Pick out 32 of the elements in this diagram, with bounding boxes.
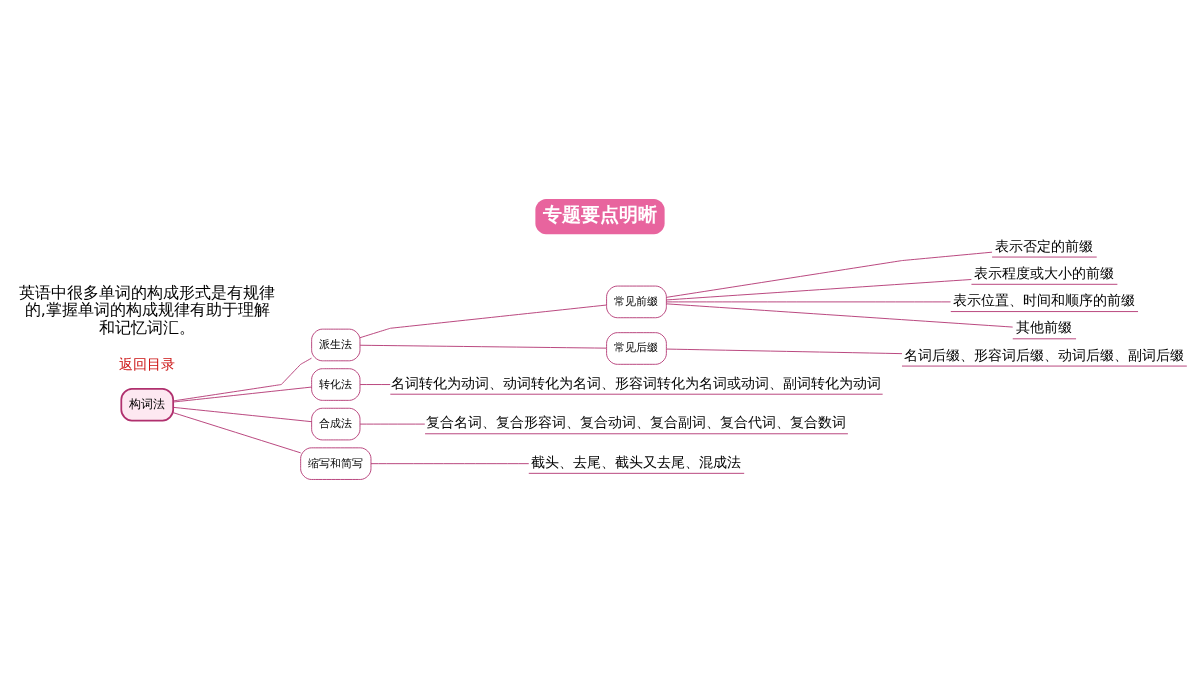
node-box: 常见后缀 xyxy=(606,332,667,365)
node-box: 转化法 xyxy=(311,368,361,401)
node-box: 派生法 xyxy=(311,328,361,362)
connector xyxy=(172,406,313,423)
label: 英语中很多单词的构成形式是有规律的,掌握单词的构成规律有助于理解和记忆词汇。 xyxy=(19,282,276,338)
node-text: 表示程度或大小的前缀 xyxy=(974,264,1115,281)
node-box: 常见前缀 xyxy=(606,285,667,319)
node-text: 截头、去尾、截头又去尾、混成法 xyxy=(531,454,742,470)
connector xyxy=(666,251,993,298)
node-box: 构词法 xyxy=(120,388,175,422)
node-text: 表示否定的前缀 xyxy=(995,237,1094,254)
diagram-title: 专题要点明晰 xyxy=(542,202,657,226)
connector xyxy=(359,384,391,385)
node-box: 合成法 xyxy=(311,407,361,441)
connector xyxy=(359,344,607,349)
node-text: 名词后缀、形容词后缀、动词后缀、副词后缀 xyxy=(904,346,1185,363)
connector xyxy=(666,301,951,303)
connector xyxy=(172,386,313,403)
connector xyxy=(359,423,426,425)
connector xyxy=(172,412,302,454)
connector xyxy=(666,279,972,301)
connector xyxy=(173,357,312,402)
connector xyxy=(666,303,1014,328)
node-text: 复合名词、复合形容词、复合动词、复合副词、复合代词、复合数词 xyxy=(426,414,847,431)
connector xyxy=(359,304,607,339)
label: 返回目录 xyxy=(119,355,176,372)
connector xyxy=(666,348,903,355)
node-box: 缩写和简写 xyxy=(300,447,372,480)
node-text: 其他前缀 xyxy=(1016,319,1073,336)
node-text: 表示位置、时间和顺序的前缀 xyxy=(953,292,1136,309)
connector xyxy=(370,463,530,465)
node-text: 名词转化为动词、动词转化为名词、形容词转化为名词或动词、副词转化为动词 xyxy=(391,374,882,391)
